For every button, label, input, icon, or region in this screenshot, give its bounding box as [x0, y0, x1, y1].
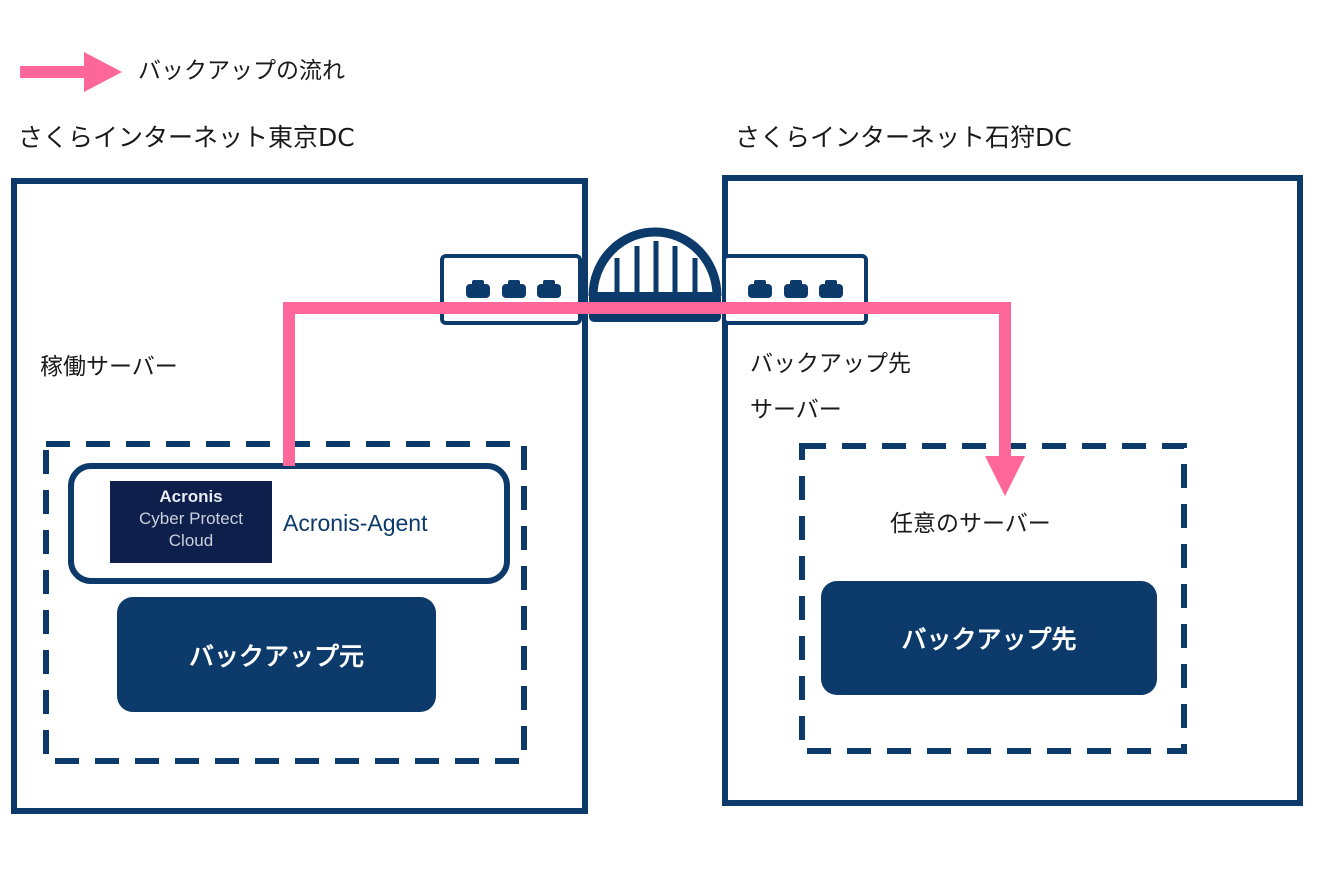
backup-dest-server-label-1: バックアップ先	[750, 351, 911, 377]
backup-dest-block: バックアップ先	[821, 581, 1157, 695]
tokyo-dc-title: さくらインターネット東京DC	[18, 123, 355, 152]
tokyo-dc-box	[11, 178, 588, 814]
logo-line2: Cyber Protect	[139, 509, 243, 528]
backup-source-block: バックアップ元	[117, 597, 436, 712]
logo-line1: Acronis	[159, 487, 223, 506]
active-server-label: 稼働サーバー	[40, 354, 178, 380]
backup-dest-label: バックアップ先	[901, 625, 1077, 654]
backup-flow-arrow	[283, 302, 1025, 496]
legend-arrow-icon	[20, 52, 122, 92]
backup-server-outline	[799, 443, 1187, 754]
ishikari-dc-box	[722, 175, 1303, 806]
agent-label: Acronis-Agent	[283, 510, 428, 536]
legend-label: バックアップの流れ	[138, 58, 345, 84]
ishikari-dc-title: さくらインターネット石狩DC	[735, 123, 1072, 152]
any-server-label: 任意のサーバー	[890, 511, 1051, 537]
backup-dest-server-label-2: サーバー	[750, 397, 842, 423]
logo-line3: Cloud	[168, 531, 214, 550]
backup-source-label: バックアップ元	[188, 641, 364, 671]
acronis-logo: Acronis Cyber Protect Cloud	[110, 481, 272, 563]
